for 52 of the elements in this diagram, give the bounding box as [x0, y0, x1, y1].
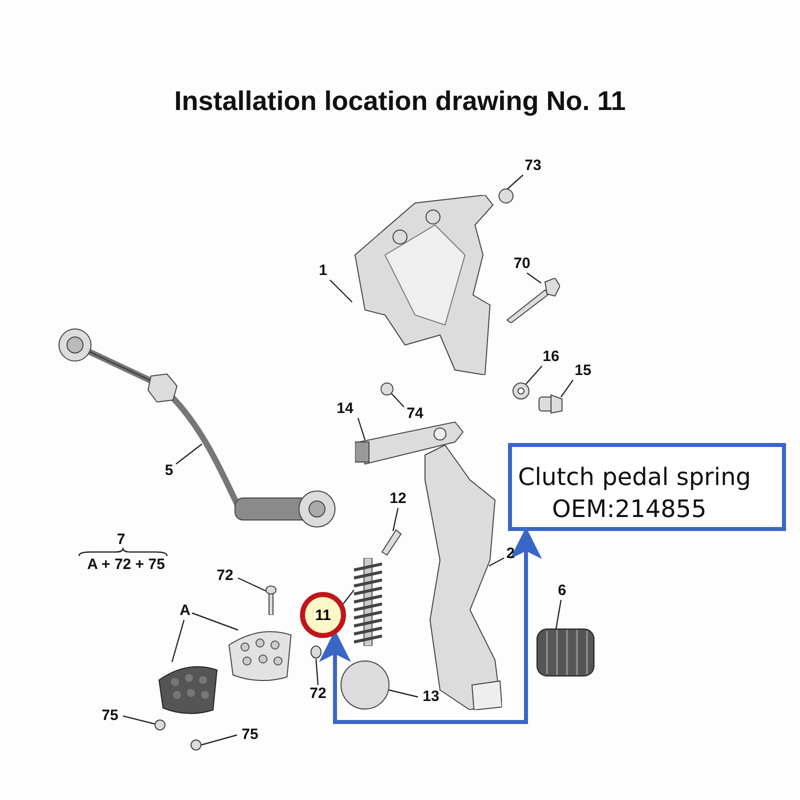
callout-number: 11	[300, 592, 346, 638]
annotation-box	[508, 443, 786, 531]
callout-number: 7	[116, 531, 126, 549]
annotation-text: Clutch pedal spring	[518, 463, 752, 491]
callout-number: 13	[418, 688, 444, 706]
leader-line	[200, 734, 238, 746]
leader-line	[315, 658, 319, 686]
callout-number: 72	[212, 567, 238, 585]
leader-line	[171, 620, 185, 662]
leader-line	[488, 557, 504, 567]
leader-line	[560, 380, 574, 398]
callout-number: 74	[402, 405, 428, 423]
part-formula: A + 72 + 75	[86, 556, 166, 574]
callout-number: 12	[385, 490, 411, 508]
screw-circle	[310, 645, 322, 659]
callout-number: 73	[520, 157, 546, 175]
cap-circle	[340, 660, 390, 710]
nut-circle	[154, 719, 166, 731]
callout-number: 6	[555, 582, 569, 600]
leader-line	[342, 590, 354, 604]
callout-number: 1	[316, 262, 330, 280]
leader-line	[330, 280, 352, 302]
leader-line	[122, 715, 156, 725]
callout-number: 72	[305, 685, 331, 703]
title: Installation location drawing No. 11	[173, 86, 627, 117]
annotation-text: OEM:214855	[552, 495, 706, 523]
callout-number: 70	[509, 255, 535, 273]
callout-number: 16	[538, 348, 564, 366]
callout-number: 5	[162, 462, 176, 480]
leader-line	[555, 600, 562, 630]
nut-circle	[380, 382, 394, 396]
leader-line	[526, 272, 542, 284]
leader-line	[176, 444, 202, 464]
nut-circle	[190, 739, 202, 751]
callout-number: 75	[97, 707, 123, 725]
callout-number: 75	[237, 726, 263, 744]
callout-number: 14	[332, 400, 358, 418]
bolt-drawing	[505, 278, 560, 323]
screw-drawing	[265, 585, 277, 615]
leader-line	[392, 508, 399, 532]
leader-line	[192, 612, 238, 631]
leader-line	[390, 392, 404, 408]
callout-number: A	[178, 602, 192, 620]
washer-drawing	[512, 382, 530, 400]
nut-drawing	[538, 393, 564, 415]
pin-drawing	[380, 528, 402, 556]
leader-line	[238, 577, 266, 592]
leader-line	[357, 418, 366, 440]
leader-line	[388, 689, 418, 698]
leader-line	[526, 366, 542, 384]
nut-circle	[498, 188, 514, 204]
callout-number: 15	[570, 362, 596, 380]
